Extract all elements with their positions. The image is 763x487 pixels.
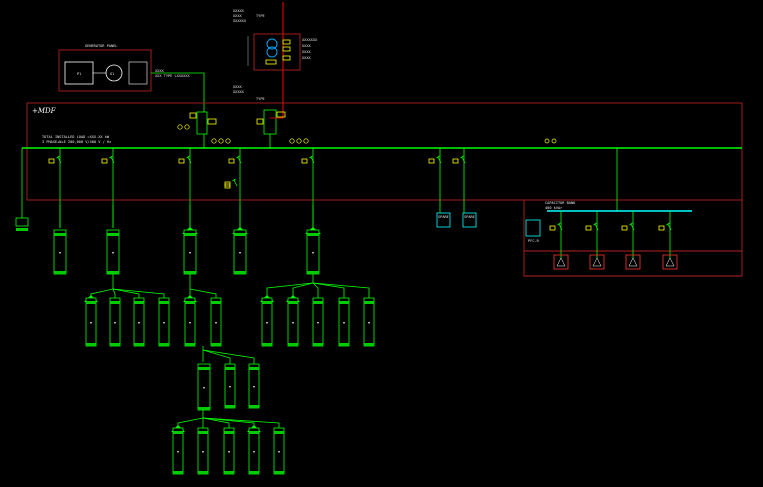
capacitor-step-box <box>662 254 678 270</box>
sub-sub-panel <box>223 427 235 475</box>
fanout-branch <box>202 417 230 428</box>
sub-sub-panel <box>338 297 350 347</box>
feeder-breaker <box>224 178 238 187</box>
feeder-breaker <box>301 155 315 164</box>
total-load-line-1: TOTAL INSTALLED LOAD =XXX.XX kW <box>42 135 110 139</box>
sub-sub-panel <box>84 295 98 347</box>
sub-sub-panel <box>158 297 170 347</box>
cascade-branch <box>202 349 231 364</box>
generator-g1: G1 <box>110 72 114 76</box>
fanout-branch <box>112 288 116 298</box>
fanout-group-3 <box>266 282 370 298</box>
fanout-branch <box>292 282 314 298</box>
fanout-branch <box>266 282 314 298</box>
generator-p1: P1 <box>77 72 81 76</box>
capacitor-symbol <box>628 257 638 267</box>
cap-step-breaker <box>658 222 672 231</box>
fanout-group-1 <box>90 288 165 298</box>
sub-sub-panel <box>109 297 121 347</box>
capacitor-step-box <box>589 254 605 270</box>
feeder-breaker <box>428 155 442 164</box>
sub-panel <box>305 227 321 275</box>
board-label: +MDF <box>32 107 57 115</box>
sub-panel <box>106 229 120 275</box>
utility-label-4: TYPE <box>256 14 265 18</box>
utility-label-2: XXXX <box>233 14 242 18</box>
sub-sub-panel <box>183 295 197 347</box>
fanout-branch <box>189 288 217 298</box>
cable-label-1: XXXX <box>233 85 242 89</box>
sub-panel <box>53 229 67 275</box>
feeder-breaker <box>452 155 466 164</box>
sub-sub-panel <box>286 295 300 347</box>
transformer-label-4: XXXX <box>302 56 311 60</box>
pfc-label: PFC-R <box>528 239 540 243</box>
cascade-branch <box>202 349 255 364</box>
sub-sub-panel <box>133 297 145 347</box>
sub-panel <box>182 227 198 275</box>
sub-sub-panel <box>273 427 285 475</box>
cap-step-breaker <box>621 222 635 231</box>
capacitor-step-box <box>625 254 641 270</box>
capacitor-symbol <box>665 257 675 267</box>
sub-sub-panel <box>210 297 222 347</box>
feeder-breaker <box>178 155 192 164</box>
generator-panel: GENERATOR PANEL P1 G1 XXXX XXX TYPE LXXX… <box>58 44 205 112</box>
spare-label-1: SPARE <box>438 215 449 219</box>
cap-step-breaker <box>585 222 599 231</box>
utility-label-1: XXXXX <box>233 9 245 13</box>
main-incomer-breaker <box>256 109 309 148</box>
fanout-branch <box>312 282 370 298</box>
fanout-group-2 <box>189 288 217 298</box>
sub-sub-panel <box>312 297 324 347</box>
fanout-group-4 <box>177 417 280 428</box>
feeder-breaker <box>101 155 115 164</box>
fanout-branch <box>312 282 345 298</box>
transformer-label-3: XXXX <box>302 50 311 54</box>
utility-label-3: XXXXXX <box>233 19 247 23</box>
capacitor-symbol <box>556 257 566 267</box>
generator-note-1: XXXX <box>155 69 164 73</box>
cable-label-3: TYPE <box>256 97 265 101</box>
transformer: XXXXXXX XXXX XXXX XXXX <box>247 33 318 71</box>
sub-panel <box>232 227 248 275</box>
cascade-panel <box>248 363 260 409</box>
feeder-breaker <box>228 155 242 164</box>
distribution-feeders <box>48 148 678 475</box>
sub-sub-panel <box>260 295 274 347</box>
breaker-tag <box>224 183 231 189</box>
generator-note-2: XXX TYPE LXXXXXX <box>155 74 190 78</box>
sub-sub-panel <box>363 297 375 347</box>
sub-sub-panel <box>197 427 209 475</box>
cascade-panel <box>224 363 236 409</box>
fanout-branch <box>90 288 114 298</box>
sub-sub-panel <box>247 425 261 475</box>
capacitor-step-box <box>553 254 569 270</box>
fanout-branch <box>312 282 319 298</box>
earth-connection <box>15 148 29 231</box>
capacitor-label-1: CAPACITOR BANK <box>545 201 576 205</box>
transformer-label-2: XXXX <box>302 44 311 48</box>
fanout-branch <box>202 417 280 428</box>
fanout-branch <box>177 417 204 428</box>
spare-label-2: SPARE <box>464 215 475 219</box>
sub-sub-panel <box>171 425 185 475</box>
generator-incomer-breaker <box>189 111 231 148</box>
transformer-label-1: XXXXXXX <box>302 38 318 42</box>
cap-step-breaker <box>549 222 563 231</box>
feeder-breaker <box>48 155 62 164</box>
capacitor-symbol <box>592 257 602 267</box>
fanout-branch <box>112 288 140 298</box>
total-load-line-2: 3 PHASE+N+E 200,000 V/400 V / Hz <box>42 140 111 144</box>
generator-label: GENERATOR PANEL <box>85 44 117 48</box>
fanout-branch <box>112 288 165 298</box>
mdb-frame <box>26 102 743 201</box>
spare-cubicles: SPARE SPARE <box>436 212 477 228</box>
cascade-panel-main <box>197 363 211 411</box>
cable-label-2: XXXXX <box>233 90 245 94</box>
capacitor-label-2: 400 kVAr <box>545 206 563 210</box>
